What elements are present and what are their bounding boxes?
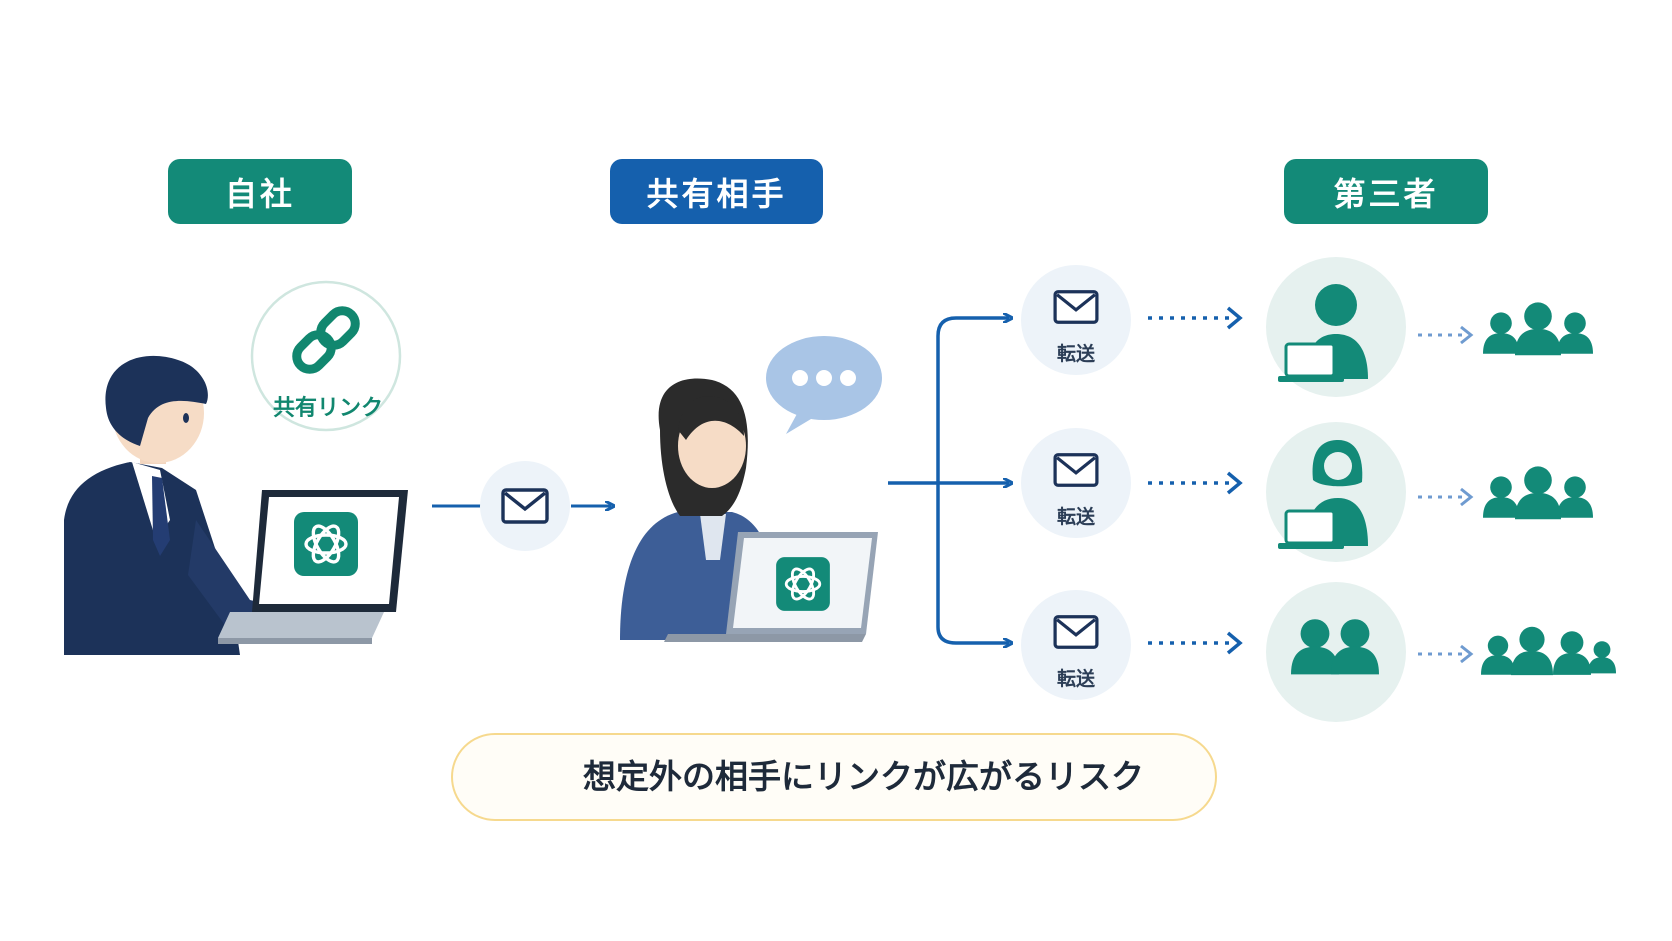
forward-node-1	[1021, 265, 1131, 375]
speech-bubble-icon	[766, 336, 882, 434]
forward-node-3	[1021, 590, 1131, 700]
large-group-icon	[1481, 626, 1616, 676]
risk-warning-text: 想定外の相手にリンクが広がるリスク	[583, 757, 1144, 796]
forward-label-1: 転送	[1056, 343, 1095, 365]
envelope-icon	[1053, 453, 1099, 487]
dotted-arrows-to-crowds	[1418, 333, 1463, 656]
group-icon	[1483, 302, 1593, 356]
man-with-laptop-icon	[1278, 284, 1368, 382]
share-link-label: 共有リンク	[272, 396, 383, 421]
fan-out-arrows	[888, 318, 1009, 643]
column-label-self: 自社	[168, 159, 352, 224]
forward-label-2: 転送	[1056, 506, 1095, 528]
envelope-icon	[1053, 615, 1099, 649]
envelope-icon	[501, 488, 549, 524]
link-icon	[292, 306, 360, 374]
woman-with-laptop-icon	[620, 378, 878, 642]
man-with-laptop-icon	[64, 355, 408, 655]
envelope-icon	[1053, 290, 1099, 324]
column-label-third-party: 第三者	[1284, 159, 1488, 224]
forward-label-3: 転送	[1056, 668, 1095, 690]
arrowheads-to-recipients	[1226, 306, 1243, 655]
share-link-ring	[250, 280, 402, 432]
forward-node-2	[1021, 428, 1131, 538]
risk-warning-banner: 想定外の相手にリンクが広がるリスク	[451, 733, 1217, 821]
group-icon	[1483, 466, 1593, 520]
column-label-partner: 共有相手	[610, 159, 823, 224]
arrowheads-to-crowds	[1460, 325, 1474, 664]
woman-with-laptop-icon	[1278, 440, 1368, 549]
dotted-arrows-to-recipients	[1148, 316, 1234, 645]
recipient-circle-3	[1266, 582, 1406, 722]
